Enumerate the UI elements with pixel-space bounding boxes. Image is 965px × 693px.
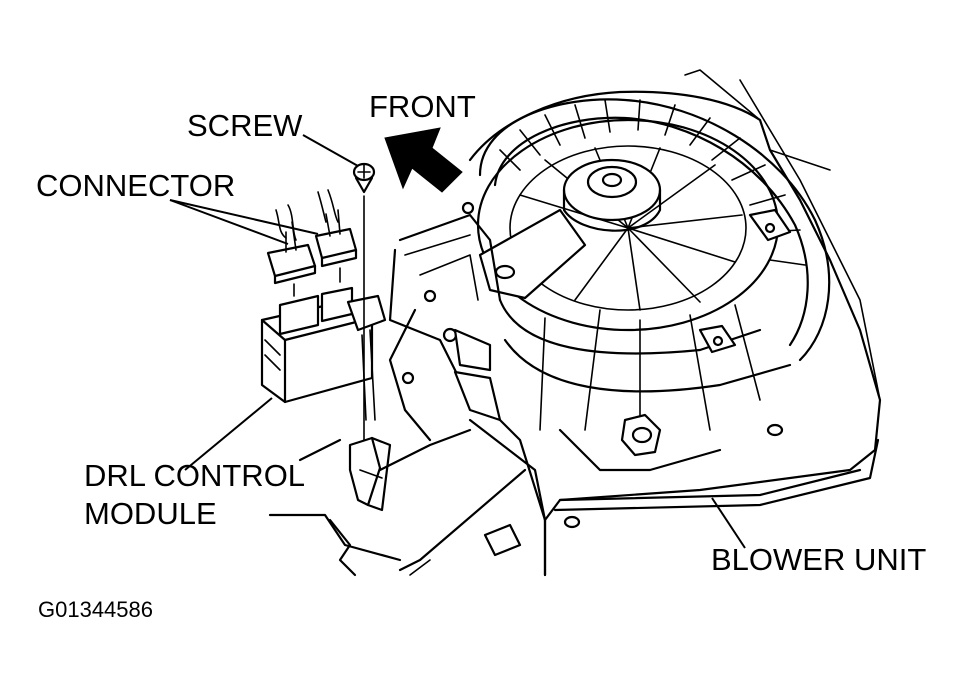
connector-label: CONNECTOR <box>36 168 235 203</box>
drl-control-module <box>260 286 402 577</box>
screw-label: SCREW <box>187 108 303 143</box>
figure-code: G01344586 <box>38 597 153 622</box>
front-arrow-icon <box>384 127 463 193</box>
leader-lines <box>169 134 746 549</box>
front-label: FRONT <box>369 89 476 124</box>
drl-module-label-line2: MODULE <box>84 496 217 531</box>
drl-module-label-line1: DRL CONTROL <box>84 458 305 493</box>
screw <box>352 162 376 441</box>
blower-unit-label: BLOWER UNIT <box>711 542 926 577</box>
connectors <box>266 189 358 297</box>
blower-unit <box>378 69 882 577</box>
